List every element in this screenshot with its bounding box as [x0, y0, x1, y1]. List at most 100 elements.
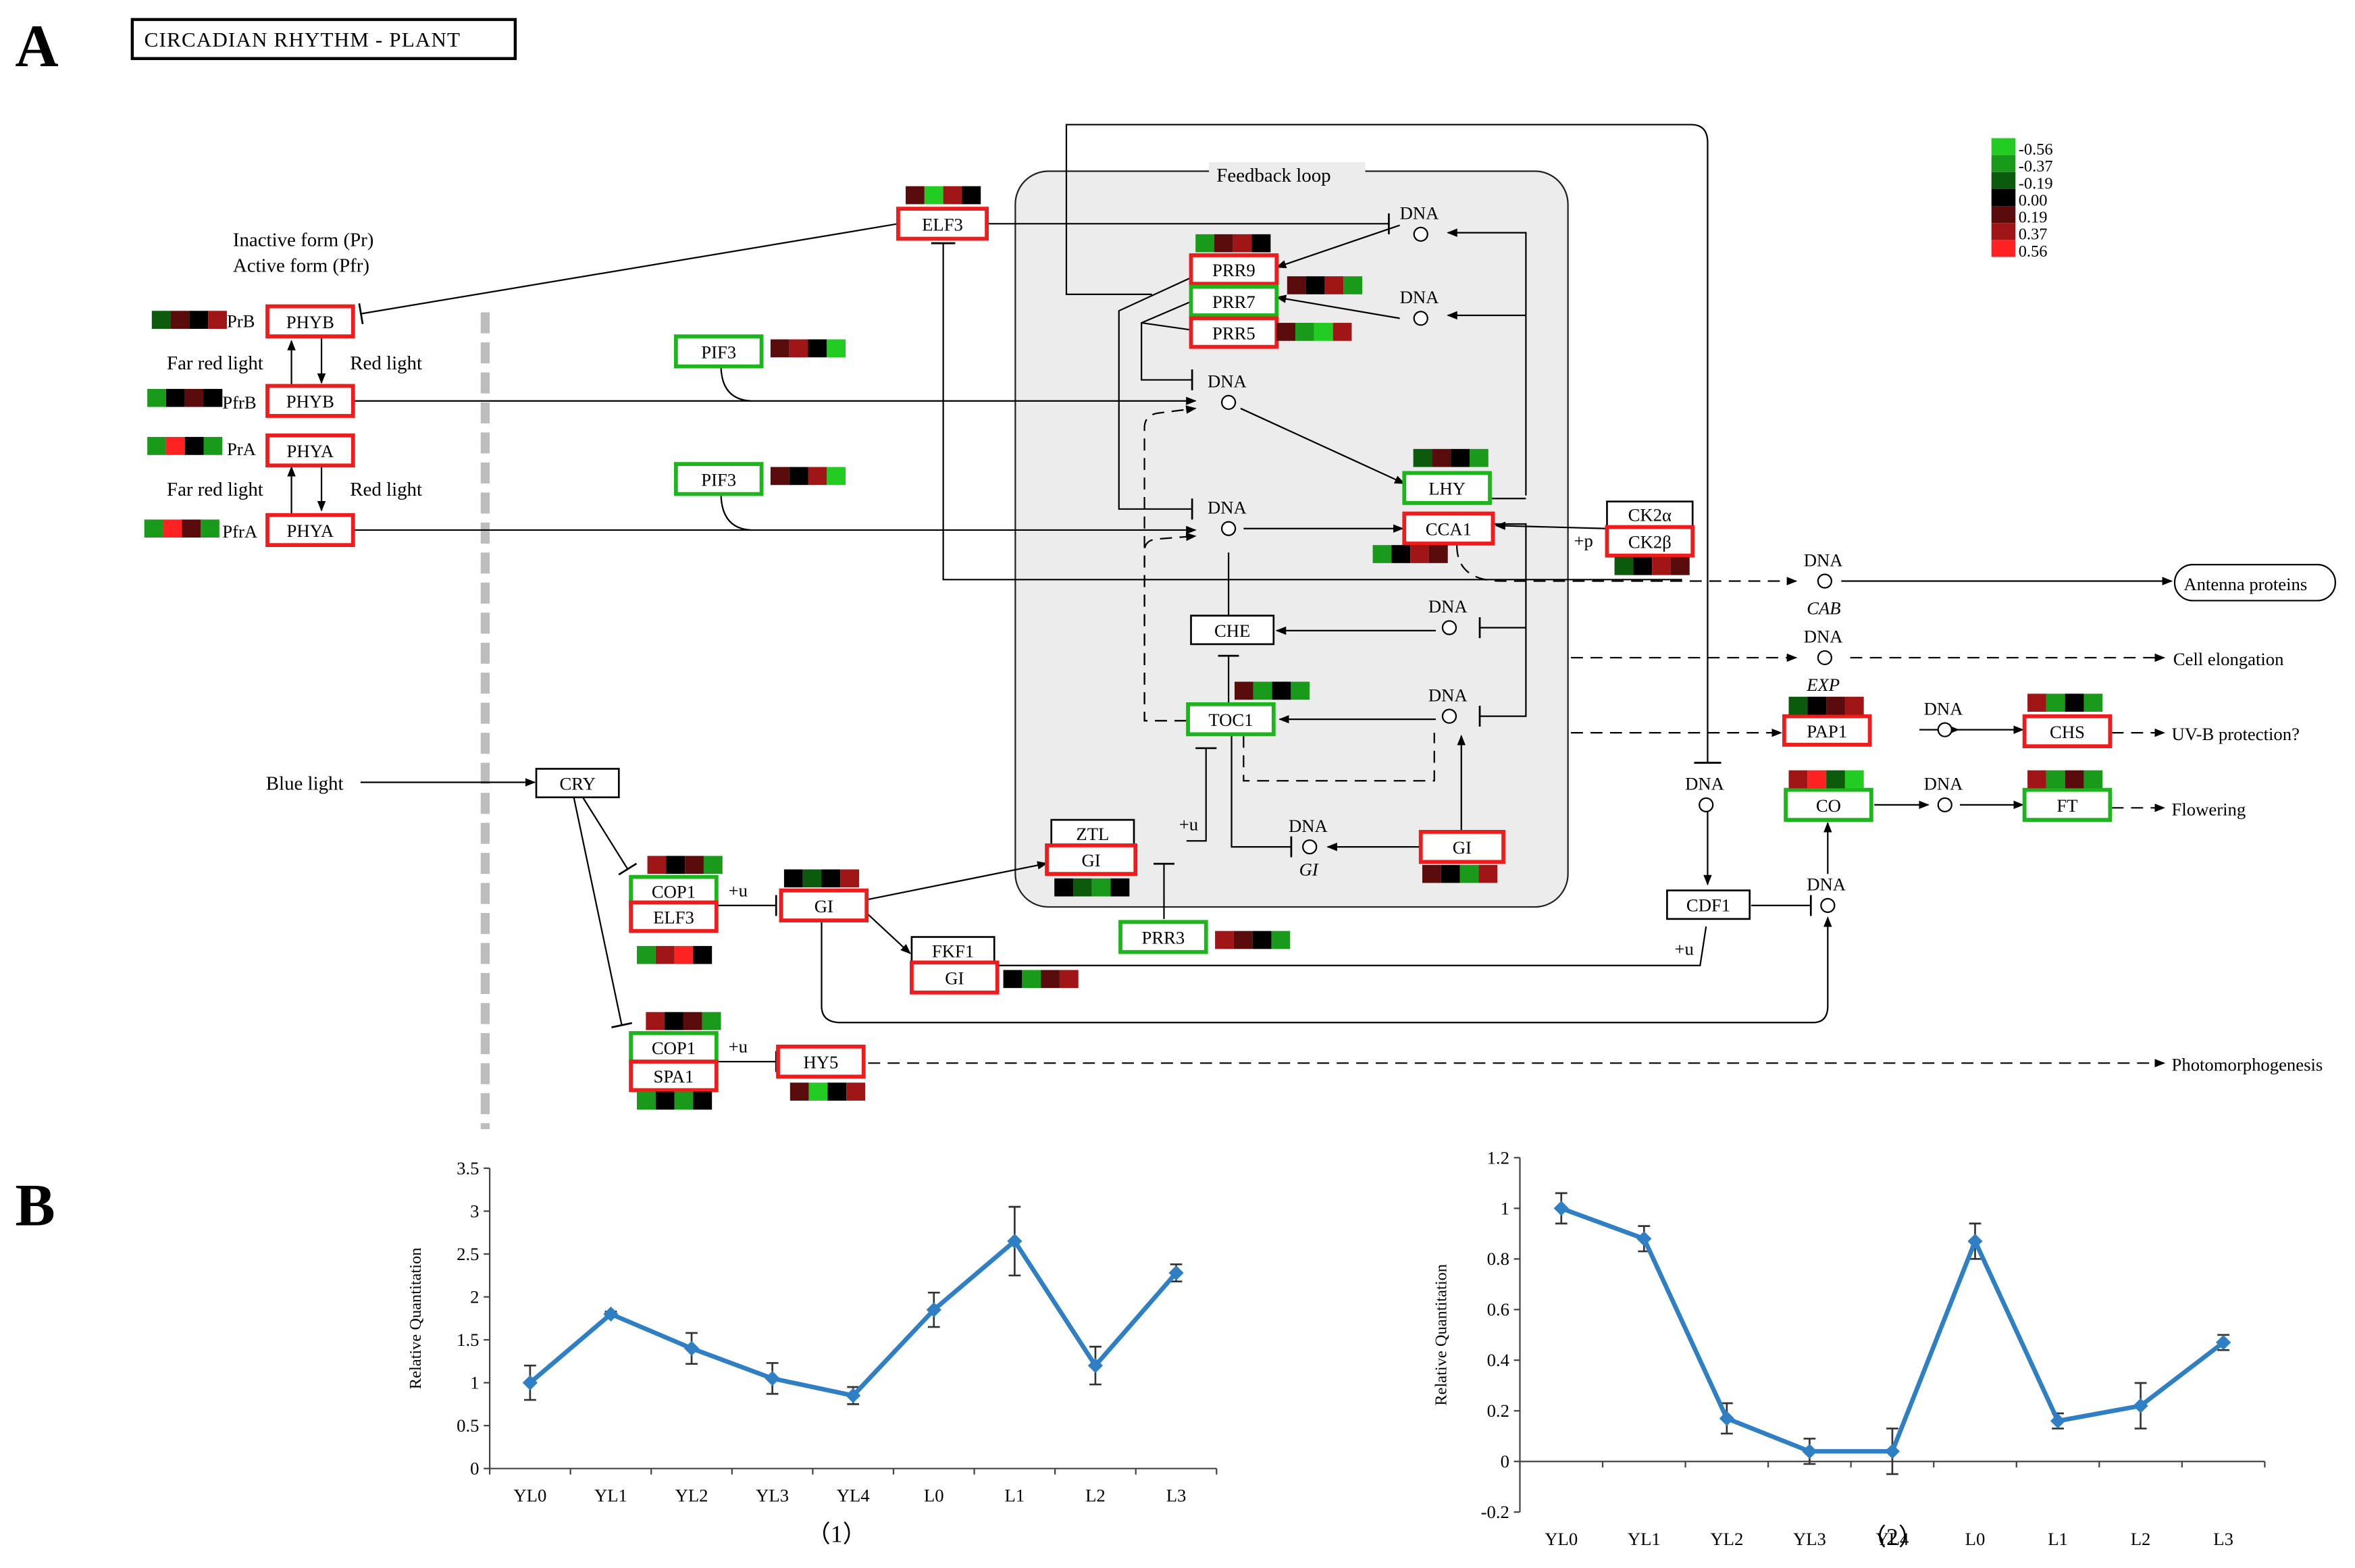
gene-prr9[interactable]: PRR9 — [1189, 253, 1279, 286]
gene-elf3-top[interactable]: ELF3 — [896, 207, 989, 241]
gene-toc1[interactable]: TOC1 — [1186, 702, 1276, 737]
gene-label: CK2α — [1628, 505, 1672, 525]
pathway-title: CIRCADIAN RHYTHM - PLANT — [145, 28, 461, 51]
gene-phya-2[interactable]: PHYA — [265, 513, 355, 548]
gene-gi-mid[interactable]: GI — [779, 888, 869, 922]
dna-label: DNA — [1400, 203, 1440, 224]
legend-swatch — [1991, 223, 2016, 240]
heatmap-prb — [151, 311, 227, 329]
gene-gi-ztl[interactable]: GI — [1045, 843, 1138, 877]
gene-prr5[interactable]: PRR5 — [1189, 316, 1279, 349]
elf3-inhibits-phyb — [358, 223, 899, 325]
gene-label: LHY — [1428, 479, 1466, 499]
gene-ck2a[interactable]: CK2α — [1606, 500, 1694, 528]
gene-pif3-1[interactable]: PIF3 — [673, 334, 764, 369]
gene-label: PRR9 — [1212, 260, 1256, 280]
y-tick-label: 2.5 — [457, 1244, 479, 1264]
gene-fkf1[interactable]: FKF1 — [910, 936, 995, 965]
gene-lhy[interactable]: LHY — [1402, 471, 1492, 505]
dna-node: DNA — [1208, 371, 1247, 411]
gene-elf3-low[interactable]: ELF3 — [629, 900, 719, 933]
x-tick-label: YL1 — [1628, 1529, 1661, 1549]
gene-ztl[interactable]: ZTL — [1050, 818, 1135, 848]
gene-phyb-1[interactable]: PHYB — [265, 304, 355, 338]
y-tick-label: 0.5 — [457, 1415, 479, 1436]
gene-co[interactable]: CO — [1784, 787, 1873, 822]
legend-value: -0.56 — [2019, 140, 2053, 159]
legend-swatch — [1991, 138, 2016, 155]
heatmap-cell — [827, 1082, 847, 1101]
dna-circle — [1441, 620, 1457, 635]
gene-phyb-2[interactable]: PHYB — [265, 384, 355, 418]
gene-gi-right[interactable]: GI — [1418, 829, 1505, 864]
chart-caption: （2） — [1862, 1523, 1922, 1550]
heatmap-cell — [1788, 696, 1808, 715]
gene-ck2b[interactable]: CK2β — [1605, 525, 1695, 558]
dna-node: DNA — [1924, 698, 1963, 737]
gene-cop1-2[interactable]: COP1 — [629, 1030, 719, 1064]
heatmap-cell — [924, 186, 943, 205]
legend-value: 0.56 — [2019, 242, 2048, 261]
gene-label: CHS — [2050, 722, 2085, 742]
gene-che[interactable]: CHE — [1190, 615, 1275, 646]
dna-node: DNA — [1924, 774, 1963, 812]
gene-label: CK2β — [1628, 532, 1672, 552]
gene-cca1[interactable]: CCA1 — [1402, 511, 1495, 546]
heatmap-cca1 — [1372, 545, 1448, 563]
dna-label: DNA — [1289, 816, 1328, 836]
gene-cdf1[interactable]: CDF1 — [1666, 889, 1751, 920]
dna-node: DNA — [1208, 497, 1247, 536]
heatmap-cell — [1343, 276, 1363, 294]
gene-ft[interactable]: FT — [2022, 787, 2113, 822]
gene-chs[interactable]: CHS — [2022, 714, 2113, 749]
cab-label: CAB — [1807, 598, 1840, 618]
heatmap-cell — [685, 856, 704, 874]
gene-spa1[interactable]: SPA1 — [629, 1060, 719, 1093]
dna-node: DNA — [1400, 203, 1440, 242]
heatmap-cell — [1022, 970, 1041, 989]
gene-gi-fkf1[interactable]: GI — [910, 960, 1000, 995]
gene-box-frame — [1190, 615, 1275, 646]
gene-prr7[interactable]: PRR7 — [1189, 284, 1279, 317]
heatmap-cell — [1614, 556, 1634, 575]
x-tick-label: L0 — [924, 1486, 944, 1506]
gene-label: PRR7 — [1212, 292, 1256, 312]
gene-hy5[interactable]: HY5 — [776, 1044, 866, 1079]
heatmap-cell — [184, 437, 204, 455]
dna-circle — [1220, 521, 1237, 536]
x-tick-label: L2 — [1085, 1486, 1106, 1506]
heatmap-cell — [203, 388, 223, 407]
gene-box-frame — [2022, 714, 2113, 749]
cry-inhibit-cop1-2 — [573, 797, 633, 1028]
dna-circle — [1817, 573, 1832, 589]
gene-label: CDF1 — [1686, 895, 1730, 916]
heatmap-cell — [2065, 770, 2084, 789]
dna-circle — [1220, 394, 1237, 411]
gene-pap1[interactable]: PAP1 — [1782, 714, 1872, 747]
heatmap-cell — [840, 869, 860, 888]
data-point — [765, 1371, 780, 1386]
data-point — [1802, 1444, 1817, 1459]
heatmap-cell — [1844, 696, 1864, 715]
gene-label: SPA1 — [654, 1066, 694, 1087]
heatmap-pra — [147, 437, 223, 455]
gene-phya-1[interactable]: PHYA — [265, 433, 355, 468]
gene-label: GI — [1453, 837, 1472, 858]
heatmap-cell — [151, 311, 171, 329]
heatmap-cell — [1110, 878, 1130, 897]
dna-to-prr7 — [1275, 294, 1400, 319]
x-tick-label: YL2 — [675, 1486, 708, 1506]
ck2-to-cca1 — [1495, 521, 1607, 530]
panel-label-b: B — [15, 1172, 55, 1238]
heatmap-cell — [646, 1012, 665, 1030]
dna-to-lhy — [1240, 407, 1405, 485]
gene-pif3-2[interactable]: PIF3 — [673, 462, 764, 496]
cca1-inhibit-dna-che — [1478, 523, 1527, 639]
heatmap-gi-right — [1422, 864, 1498, 883]
gene-cry[interactable]: CRY — [535, 768, 620, 799]
heatmap-cell — [770, 339, 790, 358]
gene-prr3[interactable]: PRR3 — [1118, 920, 1208, 954]
